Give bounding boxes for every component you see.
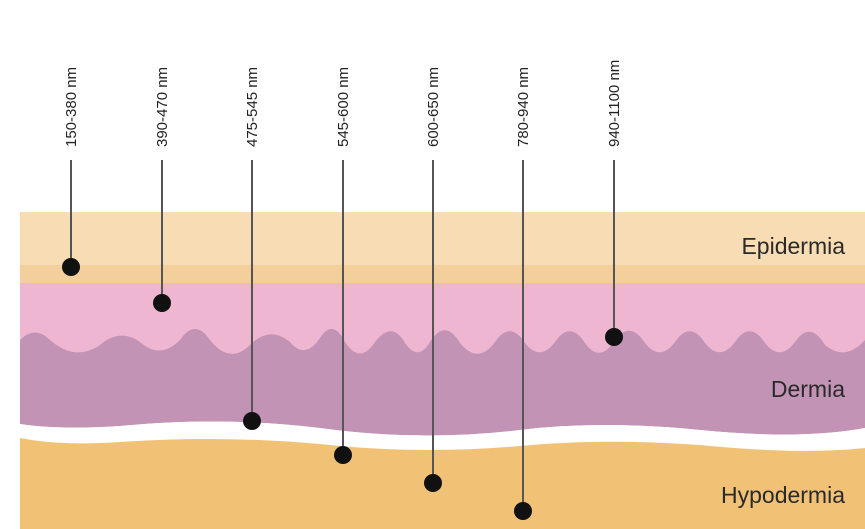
- epidermis-lower-band: [20, 265, 865, 285]
- wavelength-probe: 545-600 nm: [334, 67, 352, 464]
- wavelength-label: 475-545 nm: [244, 67, 261, 147]
- wavelength-probe: 475-545 nm: [243, 67, 261, 430]
- wavelength-label: 150-380 nm: [63, 67, 80, 147]
- wavelength-probe: 600-650 nm: [424, 67, 442, 492]
- layer-label-dermis: Dermia: [771, 376, 845, 402]
- penetration-marker: [62, 258, 80, 276]
- hypodermis-layer: [20, 438, 865, 529]
- wavelength-label: 940-1100 nm: [606, 60, 623, 147]
- wavelength-probe: 940-1100 nm: [605, 60, 623, 346]
- penetration-marker: [605, 328, 623, 346]
- penetration-marker: [424, 474, 442, 492]
- wavelength-probe: 150-380 nm: [62, 67, 80, 276]
- layer-label-hypodermis: Hypodermia: [721, 482, 845, 508]
- epidermis-layer: [20, 212, 865, 267]
- penetration-marker: [243, 412, 261, 430]
- wavelength-label: 780-940 nm: [515, 67, 532, 147]
- penetration-marker: [334, 446, 352, 464]
- wavelength-label: 600-650 nm: [425, 67, 442, 147]
- wavelength-probe: 780-940 nm: [514, 67, 532, 520]
- wavelength-probe: 390-470 nm: [153, 67, 171, 312]
- penetration-marker: [514, 502, 532, 520]
- layer-label-epidermis: Epidermia: [741, 233, 845, 259]
- wavelength-label: 390-470 nm: [154, 67, 171, 147]
- wavelength-label: 545-600 nm: [335, 67, 352, 147]
- dermis-hypodermis-boundary: [20, 421, 865, 451]
- penetration-marker: [153, 294, 171, 312]
- dermis-layer: [20, 328, 865, 436]
